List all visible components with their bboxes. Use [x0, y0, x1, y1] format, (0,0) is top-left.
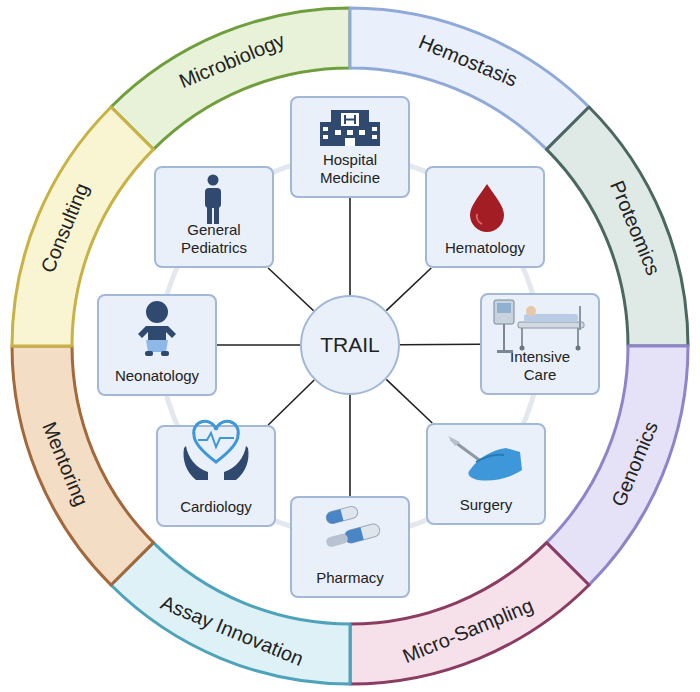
discipline-box: Surgery — [426, 423, 546, 525]
connector-line — [268, 380, 314, 425]
surgery-icon — [448, 436, 522, 481]
box-label: Intensive Care — [492, 348, 588, 384]
discipline-box: Intensive Care — [480, 293, 600, 395]
box-label: Neonatology — [115, 367, 199, 385]
connector-line — [386, 379, 432, 423]
connector-line — [268, 268, 313, 311]
hub-label: TRAIL — [320, 333, 380, 357]
icu-bed-icon — [494, 300, 584, 353]
blood-drop-icon — [470, 184, 504, 232]
baby-icon — [138, 301, 176, 356]
connector-line — [400, 344, 480, 346]
box-label: Hematology — [445, 239, 525, 257]
discipline-box: Cardiology — [156, 425, 276, 527]
connector-line — [217, 344, 300, 346]
connector-line — [349, 395, 351, 496]
pills-icon — [325, 505, 381, 548]
box-label: Pharmacy — [316, 569, 384, 587]
connector-line — [349, 198, 351, 295]
box-label: Cardiology — [180, 498, 252, 516]
discipline-box: Hospital Medicine — [290, 96, 410, 198]
box-label: Hospital Medicine — [302, 151, 398, 187]
discipline-box: General Pediatrics — [154, 166, 274, 268]
cardiology-icon — [184, 421, 249, 480]
discipline-box: Neonatology — [97, 294, 217, 396]
connector-line — [386, 268, 431, 311]
box-label: Surgery — [460, 496, 513, 514]
hospital-icon — [320, 110, 380, 146]
hub-circle: TRAIL — [300, 295, 400, 395]
discipline-box: Pharmacy — [290, 496, 410, 598]
box-label: General Pediatrics — [166, 221, 262, 257]
discipline-box: Hematology — [425, 166, 545, 268]
person-icon — [205, 175, 221, 225]
